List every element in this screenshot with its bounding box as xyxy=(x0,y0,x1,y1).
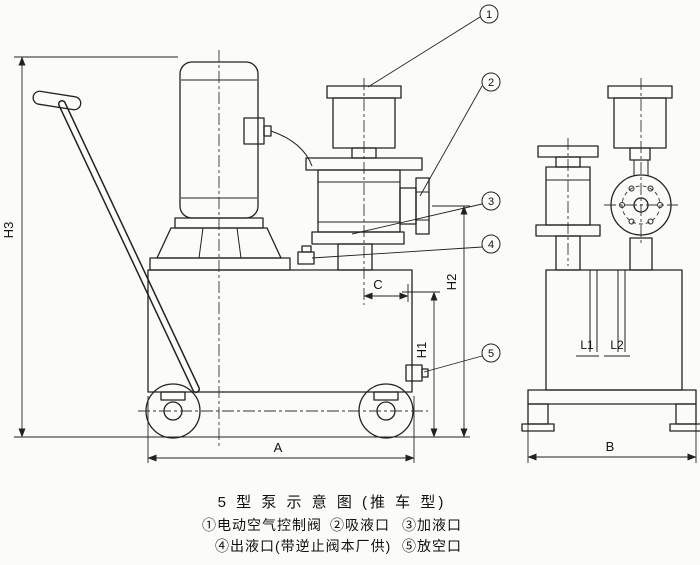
legend-item-2: ②吸液口 xyxy=(330,517,390,533)
callout-5-number: 5 xyxy=(488,348,494,360)
callout-2 xyxy=(481,72,501,92)
tank-front xyxy=(147,269,413,393)
dim-c-label: C xyxy=(373,277,382,292)
callout-3-number: 3 xyxy=(488,196,494,208)
legend-item-3: ③加液口 xyxy=(402,517,462,533)
pump-side-view xyxy=(521,78,700,432)
cart-front-view xyxy=(32,50,428,448)
pump-body xyxy=(317,169,401,233)
callout-4-number: 4 xyxy=(488,239,494,251)
callout-markers: 1 2 3 4 5 xyxy=(311,4,501,373)
dim-l2-label: L2 xyxy=(610,338,624,352)
dimension-annotations: H3 A C H1 H2 B L1 L2 xyxy=(1,56,697,463)
dim-l1-label: L1 xyxy=(580,338,594,352)
motor-cable xyxy=(270,130,313,167)
legend-item-1: ①电动空气控制阀 xyxy=(202,517,322,533)
tank-side xyxy=(545,269,683,391)
legend-item-4: ④出液口(带逆止阀本厂供) xyxy=(215,538,391,554)
dim-h1-label: H1 xyxy=(414,342,429,359)
suction-port-flange xyxy=(399,177,430,235)
dip-tubes xyxy=(576,270,630,357)
pump-bottom-bracket xyxy=(311,231,405,245)
callout-5 xyxy=(481,343,501,363)
motor-mount xyxy=(149,217,291,271)
outlet-fitting xyxy=(297,245,315,265)
legend-item-5: ⑤放空口 xyxy=(402,538,462,554)
side-air-motor xyxy=(607,85,673,176)
side-base xyxy=(521,389,700,432)
pump-support xyxy=(337,243,373,271)
side-flange-face xyxy=(604,78,678,271)
dim-h3-label: H3 xyxy=(1,222,16,239)
vent-fitting xyxy=(405,364,429,382)
callout-3 xyxy=(481,191,501,211)
dim-h2-label: H2 xyxy=(444,274,459,291)
motor-junction-box xyxy=(243,117,265,145)
dim-b-label: B xyxy=(606,439,615,454)
callout-4 xyxy=(481,234,501,254)
drawing-title: 5 型 泵 示 意 图 (推 车 型) xyxy=(218,493,447,511)
callout-1-number: 1 xyxy=(486,9,492,21)
caption: 5 型 泵 示 意 图 (推 车 型) ①电动空气控制阀 ②吸液口 ③加液口 ④… xyxy=(202,493,462,554)
pump-front-view xyxy=(297,78,430,382)
callout-1 xyxy=(479,4,499,24)
handle-grip xyxy=(32,90,82,111)
callout-2-number: 2 xyxy=(488,77,494,89)
dim-a-label: A xyxy=(274,440,283,455)
